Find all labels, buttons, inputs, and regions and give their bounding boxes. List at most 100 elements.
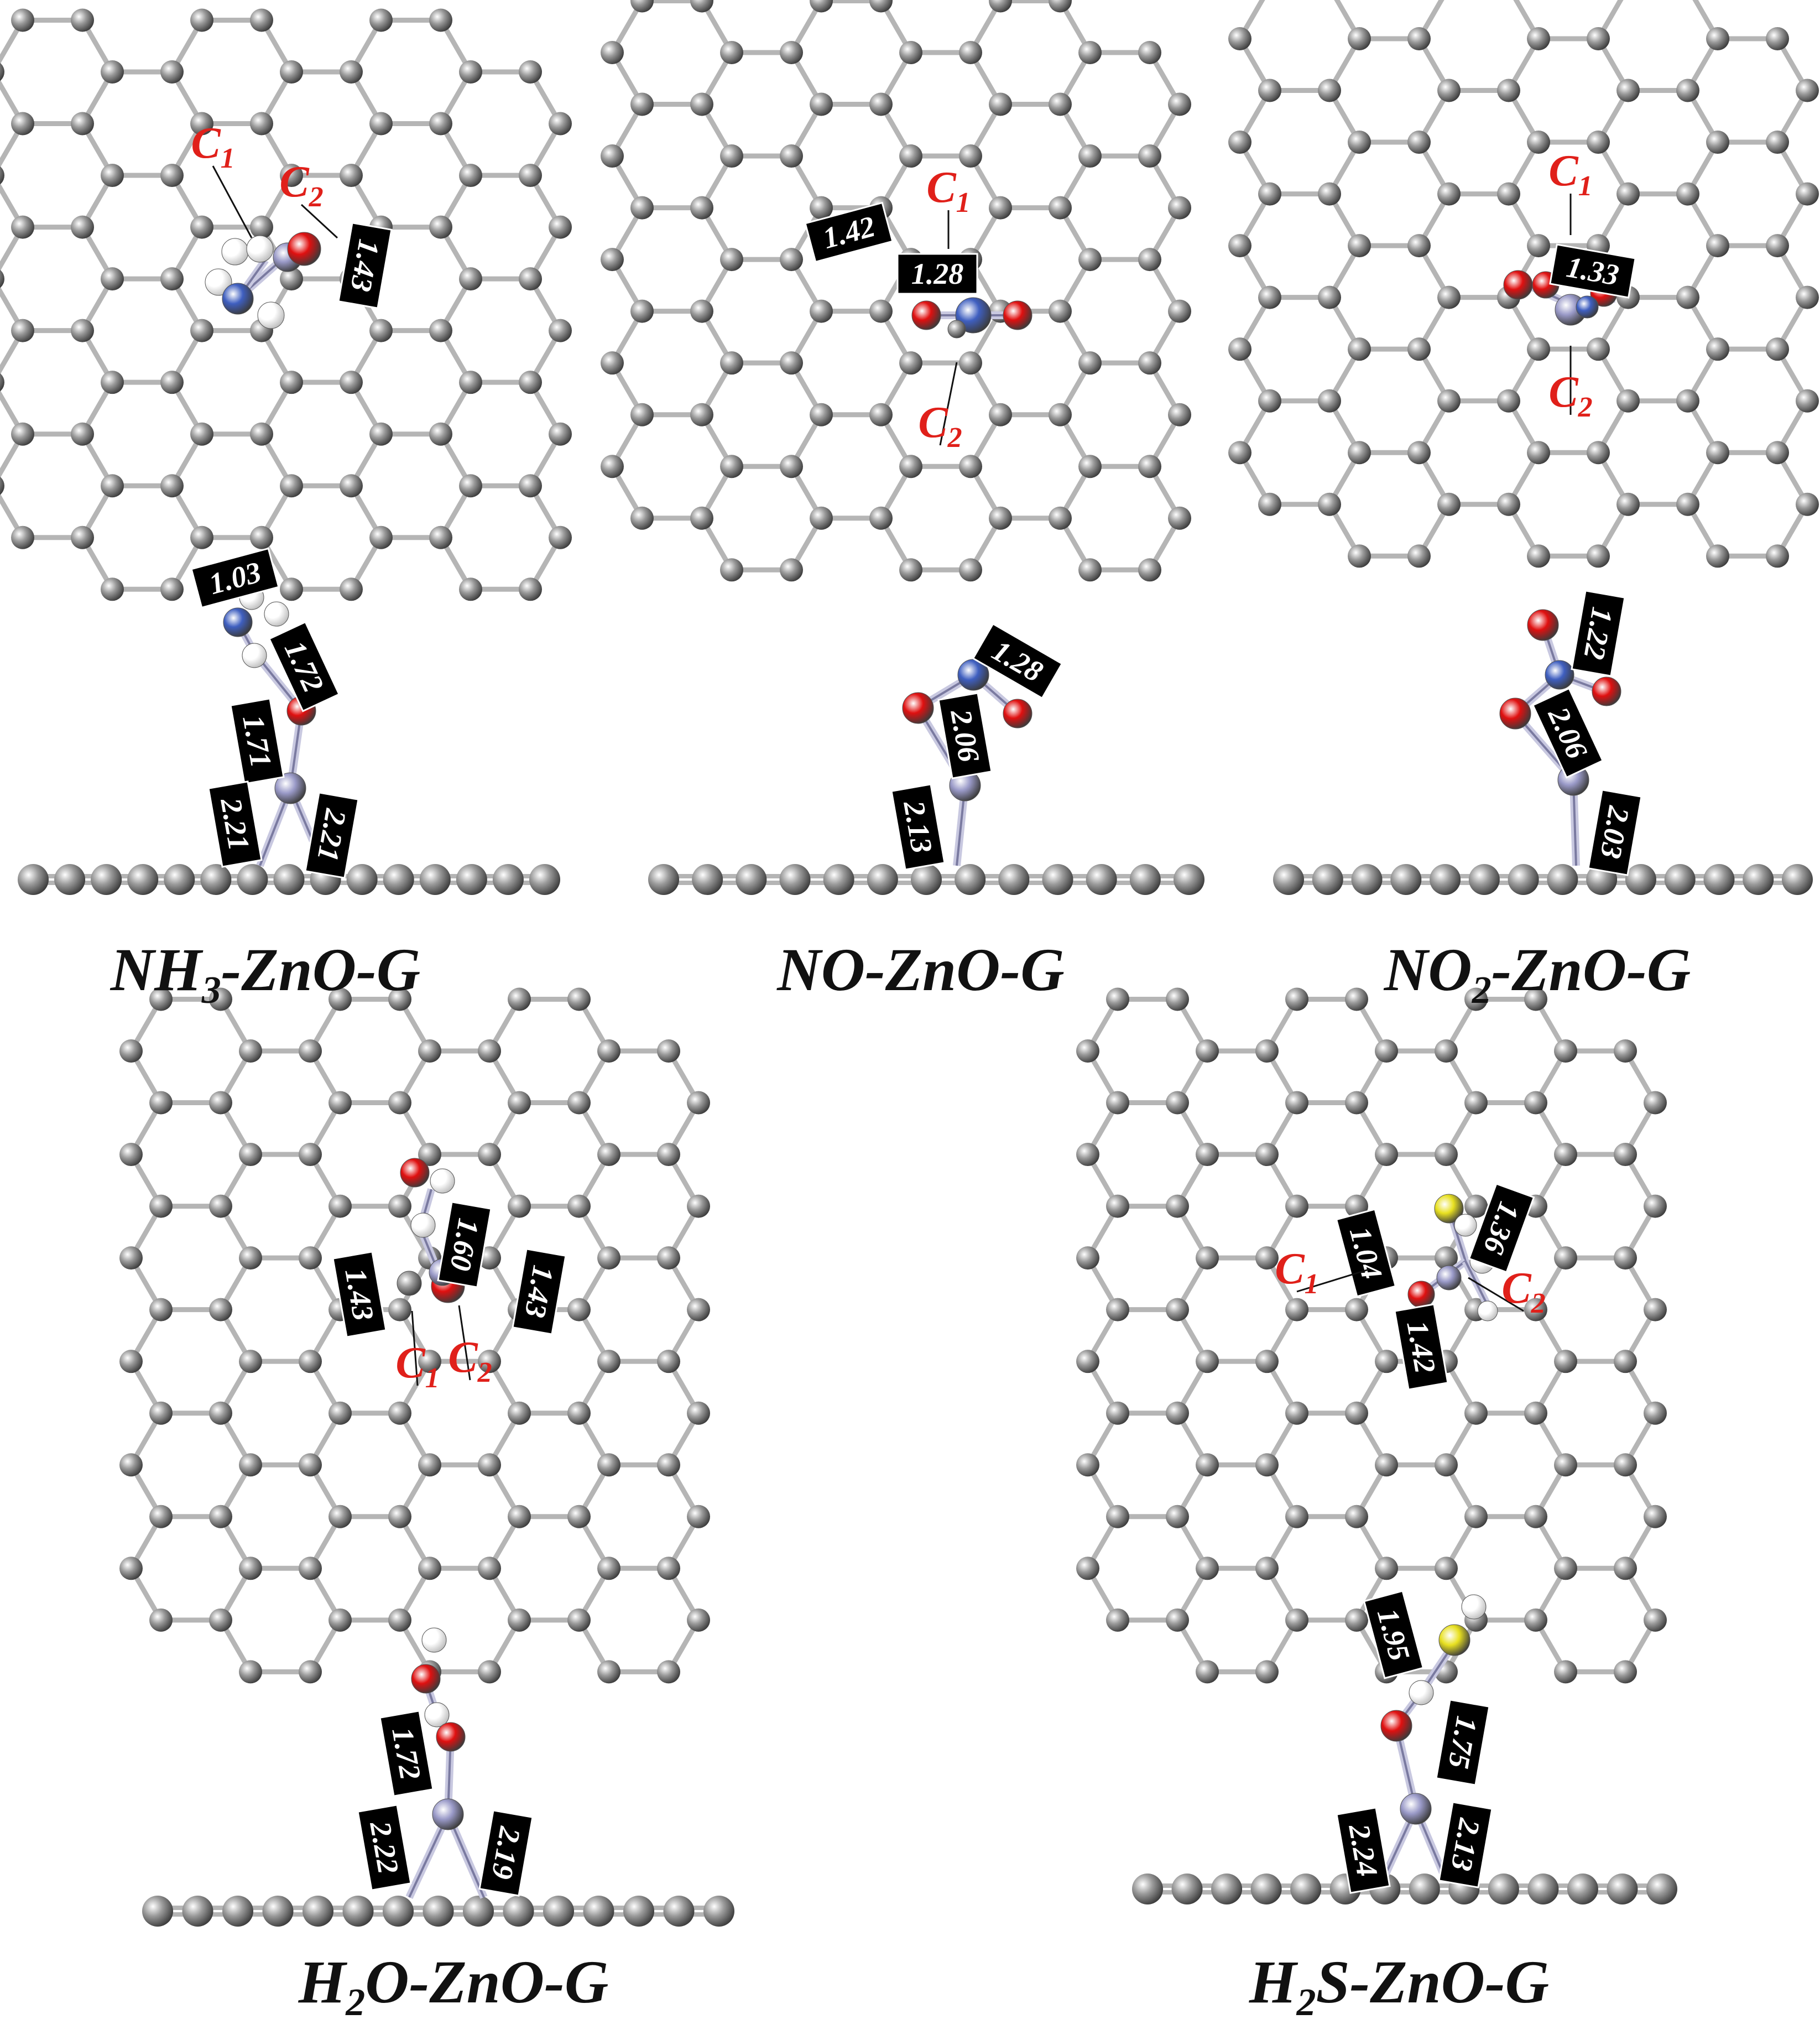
carbon-atom: [1782, 864, 1813, 895]
carbon-atom: [397, 1271, 422, 1296]
h2o-side-graphene: [142, 1896, 734, 1927]
site-label-text: C2: [918, 398, 962, 454]
carbon-atom: [1228, 337, 1251, 361]
zinc-atom: [432, 1798, 464, 1830]
site-label-text: C2: [279, 158, 323, 213]
carbon-atom: [1049, 403, 1072, 426]
no2-top-molecule: [1503, 270, 1618, 326]
carbon-atom: [1488, 1874, 1519, 1904]
carbon-atom: [91, 864, 122, 895]
carbon-atom: [1211, 1874, 1243, 1904]
bond-length-label: 1.72: [379, 1710, 434, 1797]
carbon-atom: [1318, 79, 1341, 102]
carbon-atom: [71, 422, 94, 446]
carbon-atom: [911, 864, 942, 895]
hydrogen-atom: [1461, 1594, 1487, 1620]
carbon-atom: [1174, 864, 1204, 895]
label-box: [1468, 1183, 1535, 1273]
carbon-atom: [209, 1401, 232, 1425]
carbon-atom: [418, 1557, 441, 1580]
bond-length-label: 1.43: [512, 1248, 567, 1335]
carbon-atom: [1527, 27, 1550, 50]
carbon-atom: [1743, 864, 1774, 895]
carbon-atom: [1138, 144, 1161, 168]
carbon-atom: [1435, 1453, 1458, 1477]
carbon-atom: [1228, 27, 1251, 50]
bond-length-label: 1.60: [437, 1201, 492, 1288]
carbon-atom: [1706, 544, 1729, 568]
carbon-atom: [899, 558, 922, 582]
carbon-atom: [0, 269, 4, 288]
carbon-atom: [149, 1298, 173, 1321]
carbon-atom: [690, 403, 713, 426]
carbon-atom: [160, 60, 184, 84]
carbon-atom: [690, 92, 713, 116]
carbon-atom: [280, 577, 303, 601]
carbon-atom: [1255, 1246, 1279, 1270]
carbon-atom: [388, 987, 411, 1011]
site-letter: C: [448, 1333, 478, 1382]
carbon-atom: [1076, 1557, 1099, 1580]
bond-length-label: 1.75: [1435, 1699, 1490, 1786]
carbon-atom: [810, 0, 833, 13]
carbon-atom: [190, 112, 213, 136]
site-arrow: [411, 1310, 419, 1386]
carbon-atom: [11, 215, 34, 239]
carbon-atom: [1614, 1350, 1637, 1373]
carbon-atom: [1527, 544, 1550, 568]
bond-length-label: 1.03: [190, 547, 280, 609]
carbon-atom: [1076, 1246, 1099, 1270]
carbon-atom: [478, 1350, 501, 1373]
carbon-atom: [1796, 492, 1819, 516]
bond-length-label: 2.13: [1438, 1801, 1493, 1888]
carbon-atom: [1285, 1091, 1308, 1115]
carbon-atom: [160, 164, 184, 188]
carbon-atom: [101, 164, 124, 188]
carbon-atom: [1766, 544, 1789, 568]
carbon-atom: [280, 371, 303, 394]
carbon-atom: [1375, 1350, 1398, 1373]
carbon-atom: [1258, 182, 1281, 206]
carbon-atom: [1524, 1608, 1547, 1632]
carbon-atom: [1106, 1505, 1129, 1528]
carbon-atom: [519, 60, 542, 84]
carbon-atom: [1625, 864, 1656, 895]
caption-nh3-zno-g: NH3-ZnO-G: [110, 936, 421, 1012]
carbon-atom: [164, 864, 195, 895]
carbon-atom: [463, 1896, 494, 1927]
carbon-atom: [149, 1608, 173, 1632]
oxygen-atom: [911, 300, 941, 330]
oxygen-atom: [411, 1664, 441, 1694]
carbon-atom: [1464, 987, 1488, 1011]
carbon-atom: [959, 558, 982, 582]
carbon-atom: [1435, 1039, 1458, 1063]
carbon-atom: [1567, 1874, 1598, 1904]
carbon-atom: [1168, 299, 1191, 323]
carbon-atom: [1166, 1505, 1189, 1528]
carbon-atom: [1616, 182, 1640, 206]
label-box: [190, 547, 280, 609]
site-subscript: 1: [425, 1362, 440, 1394]
carbon-atom: [597, 1143, 620, 1167]
carbon-atom: [1676, 285, 1699, 309]
carbon-atom: [1527, 337, 1550, 361]
hydrogen-atom: [242, 643, 267, 668]
site-subscript: 2: [1531, 1288, 1546, 1319]
carbon-atom: [1497, 389, 1520, 413]
label-box: [337, 222, 393, 309]
carbon-atom: [1766, 27, 1789, 50]
carbon-atom: [101, 474, 124, 498]
carbon-atom: [237, 864, 268, 895]
carbon-atom: [190, 215, 213, 239]
carbon-atom: [1076, 1039, 1099, 1063]
label-text: 1.04: [1343, 1224, 1389, 1283]
site-c1: C1: [1548, 147, 1593, 235]
site-label-text: C1: [926, 163, 970, 218]
carbon-atom: [1554, 1143, 1577, 1167]
carbon-atom: [1106, 1194, 1129, 1218]
carbon-atom: [429, 525, 452, 549]
carbon-atom: [239, 1660, 262, 1684]
site-c2: C2: [279, 158, 338, 239]
carbon-atom: [780, 455, 803, 478]
carbon-atom: [810, 506, 833, 530]
